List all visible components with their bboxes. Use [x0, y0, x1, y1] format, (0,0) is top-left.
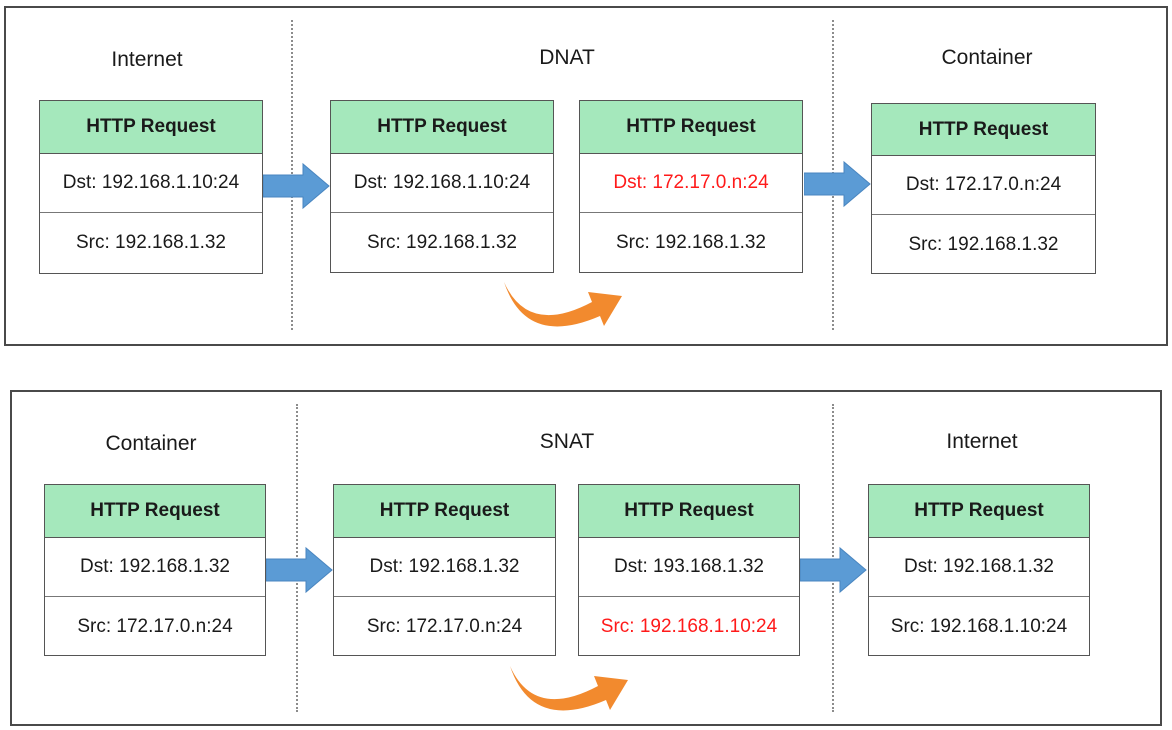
packet-header: HTTP Request	[45, 485, 265, 538]
section-divider	[296, 404, 298, 712]
packet-header: HTTP Request	[334, 485, 555, 538]
packet-src: Src: 172.17.0.n:24	[366, 615, 523, 637]
section-divider	[832, 404, 834, 712]
packet-dst: Dst: 172.17.0.n:24	[872, 156, 1095, 215]
right-arrow-icon	[804, 160, 871, 208]
packet-dst: Dst: 192.168.1.32	[334, 538, 555, 597]
packet-src: Src: 192.168.1.32	[76, 231, 226, 253]
right-arrow-icon	[800, 546, 867, 594]
packet-box: HTTP Request Dst: 172.17.0.n:24 Src: 192…	[871, 103, 1096, 274]
packet-header: HTTP Request	[580, 101, 802, 154]
packet-header: HTTP Request	[872, 104, 1095, 156]
packet-dst: Dst: 192.168.1.10:24	[40, 154, 262, 213]
packet-src-rewritten: Src: 192.168.1.10:24	[600, 615, 778, 637]
packet-header: HTTP Request	[331, 101, 553, 154]
section-title-container: Container	[105, 432, 197, 455]
packet-box-rewritten: HTTP Request Dst: 172.17.0.n:24 Src: 192…	[579, 100, 803, 273]
section-title-dnat: DNAT	[539, 46, 595, 69]
right-arrow-icon	[263, 162, 330, 210]
packet-box: HTTP Request Dst: 192.168.1.32 Src: 172.…	[44, 484, 266, 656]
packet-box: HTTP Request Dst: 192.168.1.10:24 Src: 1…	[39, 100, 263, 274]
packet-header: HTTP Request	[40, 101, 262, 154]
curved-arrow-icon	[510, 666, 628, 711]
packet-header: HTTP Request	[579, 485, 799, 538]
packet-box-rewritten: HTTP Request Dst: 193.168.1.32 Src: 192.…	[578, 484, 800, 656]
packet-src: Src: 192.168.1.10:24	[890, 615, 1068, 637]
packet-box: HTTP Request Dst: 192.168.1.10:24 Src: 1…	[330, 100, 554, 273]
packet-dst: Dst: 192.168.1.32	[869, 538, 1089, 597]
packet-dst-rewritten: Dst: 172.17.0.n:24	[580, 154, 802, 213]
section-title-internet: Internet	[111, 48, 183, 71]
packet-src: Src: 192.168.1.32	[367, 231, 517, 253]
curved-arrow-icon	[504, 282, 622, 327]
packet-src: Src: 192.168.1.32	[616, 231, 766, 253]
packet-box: HTTP Request Dst: 192.168.1.32 Src: 192.…	[868, 484, 1090, 656]
packet-header: HTTP Request	[869, 485, 1089, 538]
section-title-container: Container	[941, 46, 1033, 69]
section-title-snat: SNAT	[539, 430, 595, 453]
packet-dst: Dst: 193.168.1.32	[579, 538, 799, 597]
packet-box: HTTP Request Dst: 192.168.1.32 Src: 172.…	[333, 484, 556, 656]
packet-src: Src: 192.168.1.32	[908, 233, 1059, 255]
right-arrow-icon	[266, 546, 333, 594]
packet-src: Src: 172.17.0.n:24	[77, 615, 233, 637]
section-title-internet: Internet	[946, 430, 1018, 453]
packet-dst: Dst: 192.168.1.32	[45, 538, 265, 597]
packet-dst: Dst: 192.168.1.10:24	[331, 154, 553, 213]
